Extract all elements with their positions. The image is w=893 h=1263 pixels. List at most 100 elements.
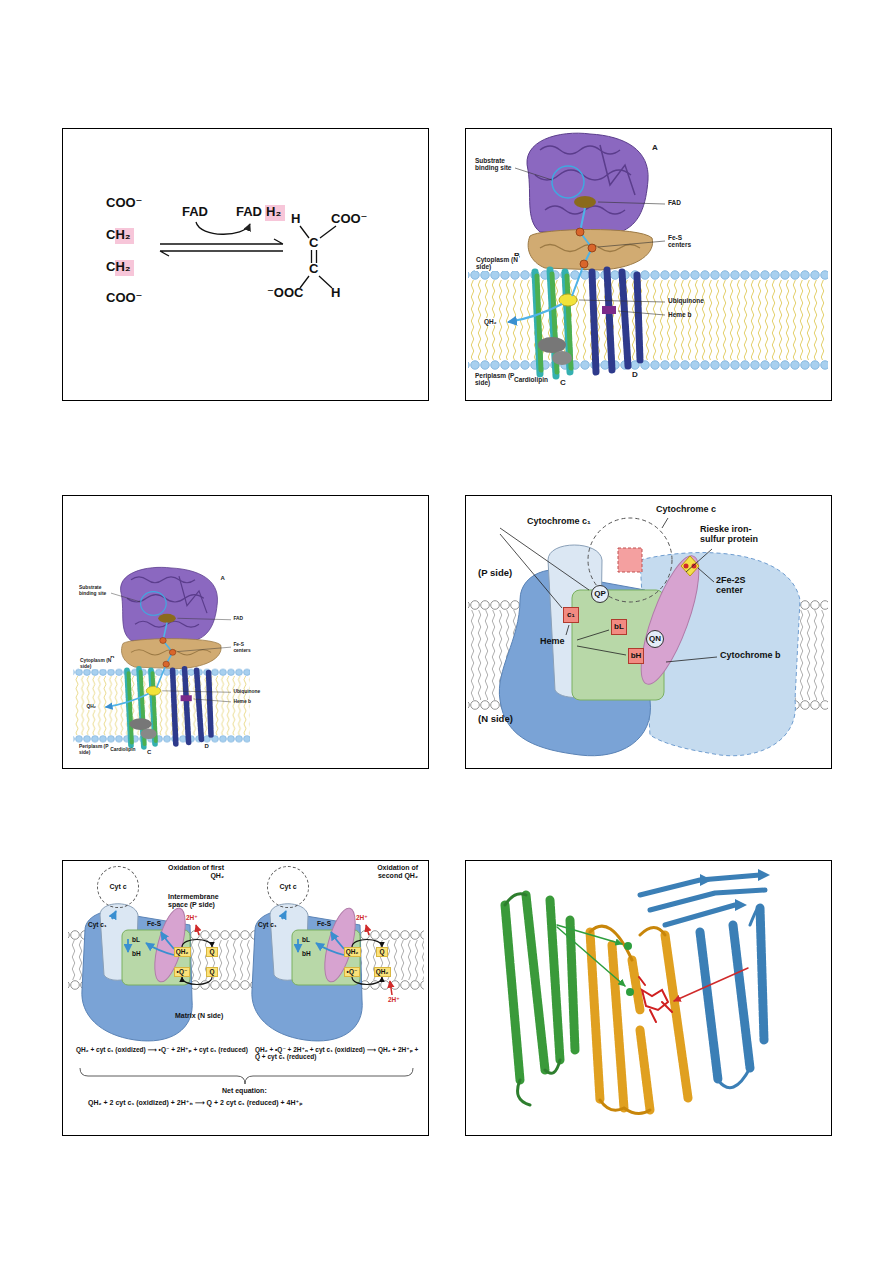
connector: [352, 977, 382, 985]
node-text: QH₂: [376, 968, 389, 975]
art-g: [590, 932, 688, 1110]
art-path: [160, 239, 283, 244]
art-g: [160, 222, 336, 288]
art-rect: [63, 129, 429, 401]
node-text: Cyt c: [109, 883, 126, 891]
label: A: [221, 575, 225, 582]
art-g: [112, 911, 174, 955]
node-text: QN: [649, 635, 661, 644]
label: Fe-S centers: [668, 234, 698, 249]
label: Periplasm (P side): [79, 744, 113, 755]
art-line: [550, 900, 560, 1060]
art-line: [637, 275, 640, 360]
art-path: [508, 304, 562, 322]
art-rect: [466, 129, 832, 401]
art-path: [540, 146, 620, 154]
label: Substrate binding site: [475, 157, 517, 172]
node-text: Cyt c: [279, 883, 296, 891]
label: bL: [302, 936, 310, 943]
art-line: [592, 272, 596, 372]
label: Cytochrome c: [656, 504, 716, 514]
label: Cardiolipin: [514, 376, 548, 383]
label: Substrate binding site: [79, 585, 113, 596]
heme-box: bH: [628, 648, 644, 664]
label: H: [291, 212, 300, 227]
label: QH₂ + 2 cyt c₁ (oxidized) + 2H⁺ₙ ⟶ Q + 2…: [88, 1099, 418, 1107]
label: C: [309, 236, 318, 251]
quinone-box: •Q⁻: [174, 967, 190, 977]
art-path: [127, 939, 129, 952]
art-rect: [466, 861, 832, 1136]
art-line: [535, 272, 540, 374]
art-path: [196, 925, 199, 935]
label: Cardiolipin: [110, 747, 135, 753]
art-line: [662, 518, 668, 528]
art-path: [505, 894, 560, 1105]
quinone-box: Q: [206, 947, 218, 957]
art-polygon: [700, 874, 712, 886]
quinone-box: Q: [206, 967, 218, 977]
art-rect: [468, 270, 828, 280]
art-path: [112, 911, 116, 919]
art-path: [196, 222, 250, 234]
node-text: Q: [209, 948, 214, 955]
art-line: [526, 895, 545, 1070]
label: FAD: [236, 205, 262, 220]
heme-box: c₁: [563, 607, 579, 623]
label: QH₂: [85, 704, 96, 710]
label: D: [632, 370, 638, 379]
label: Cytochrome c₁: [527, 516, 591, 526]
art-path: [718, 906, 760, 1088]
art-ellipse: [574, 196, 596, 208]
label: Net equation:: [222, 1087, 267, 1095]
label: Cyt c₁: [258, 921, 277, 928]
label: 2H⁺: [356, 914, 368, 921]
label: CH₂: [106, 228, 131, 243]
art-use: [73, 567, 250, 747]
label: Fe-S: [317, 920, 331, 927]
label: QH₂ + •Q⁻ + 2H⁺ₙ + cyt c₁ (oxidized) ⟶ Q…: [255, 1046, 425, 1061]
art-ellipse: [538, 337, 566, 353]
art-line: [632, 960, 640, 1010]
art-line: [733, 925, 750, 1068]
art-ellipse: [552, 351, 572, 365]
label: C: [147, 749, 151, 756]
art-rect: [468, 360, 828, 370]
art-g: [640, 875, 765, 925]
art-rect: [602, 306, 616, 314]
art-line: [618, 311, 665, 315]
art-g: [515, 168, 665, 315]
label: COO⁻: [106, 196, 142, 211]
art-path: [146, 943, 174, 955]
art-path: [600, 145, 635, 195]
quinone-box: QH₂: [344, 947, 361, 957]
art-g: [73, 567, 250, 747]
art-g: [505, 895, 575, 1080]
label: H₂: [266, 205, 281, 220]
art-polygon: [758, 869, 770, 881]
art-path: [540, 245, 640, 252]
art-path: [80, 1068, 413, 1084]
art-path: [590, 926, 665, 1113]
label: Fe-S centers: [233, 642, 257, 653]
art-rect: [468, 280, 828, 360]
label: Ubiquinone: [668, 297, 704, 304]
label: FAD: [233, 616, 243, 622]
art-path: [161, 932, 174, 949]
art-line: [577, 646, 626, 655]
art-line: [698, 568, 714, 582]
art-circle: [576, 228, 584, 236]
label: H: [331, 286, 340, 301]
art-circle: [588, 518, 672, 602]
label: Oxidation of first QH₂: [166, 864, 224, 880]
art-line: [607, 270, 612, 370]
site-circle: Cyt c: [267, 866, 309, 908]
quinone-box: QH₂: [374, 967, 391, 977]
label: C: [560, 378, 566, 387]
label: Matrix (N side): [175, 1012, 223, 1020]
label: Cytochrome b: [720, 650, 781, 660]
art-g: [639, 977, 672, 1022]
node-text: Q: [209, 968, 214, 975]
art-rect: [618, 548, 642, 572]
